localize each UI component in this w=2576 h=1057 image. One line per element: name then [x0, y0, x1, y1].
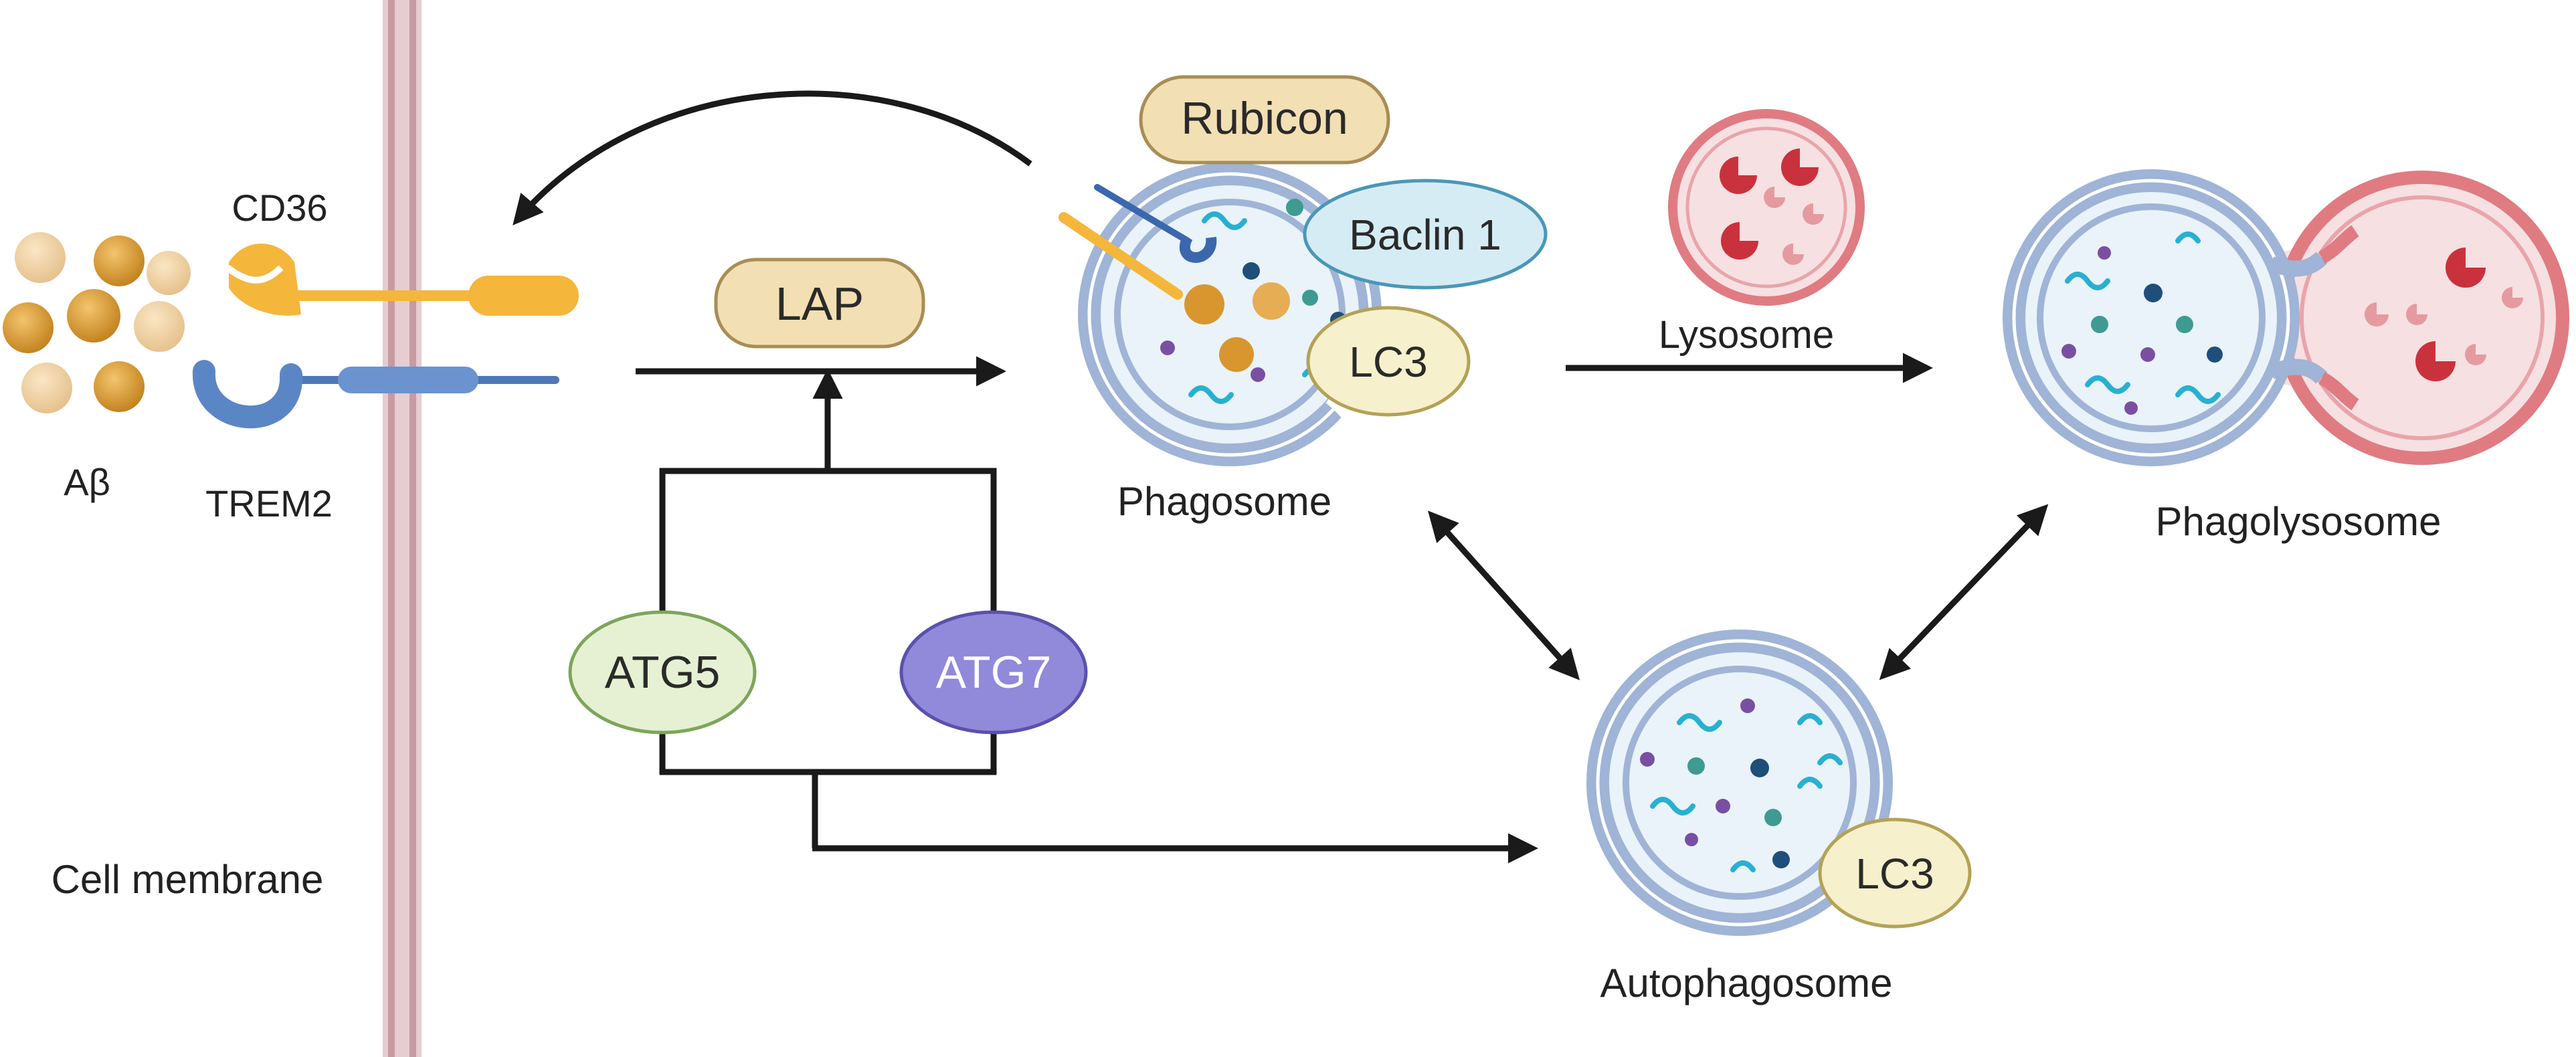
- lc3-autophagosome-node: LC3: [1818, 818, 1972, 929]
- lysosome-label: Lysosome: [1659, 313, 1834, 357]
- cell-membrane-label: Cell membrane: [52, 857, 324, 902]
- phagosome-cargo: [1160, 199, 1346, 404]
- phagolysosome-vesicle: [2003, 169, 2569, 466]
- phagolysosome-cargo: [2061, 231, 2223, 415]
- phagolysosome-label: Phagolysosome: [2156, 499, 2442, 544]
- phagosome-vesicle: [1059, 163, 1382, 466]
- lap-node: LAP: [714, 258, 925, 349]
- lysosome-vesicle: [1668, 109, 1865, 306]
- connector-lines: [513, 90, 2049, 864]
- svg-text:Rubicon: Rubicon: [1181, 93, 1348, 144]
- abeta-label: Aβ: [64, 461, 110, 503]
- cd36-receptor: [225, 244, 579, 316]
- phagosome-label: Phagosome: [1117, 479, 1331, 524]
- svg-text:ATG7: ATG7: [936, 647, 1052, 698]
- svg-text:LAP: LAP: [775, 278, 864, 330]
- svg-text:LC3: LC3: [1349, 338, 1427, 386]
- autophagosome-label: Autophagosome: [1600, 961, 1893, 1005]
- cell-membrane: [383, 0, 422, 1057]
- autophagosome-vesicle: [1586, 630, 1893, 936]
- autophagosome-cargo: [1640, 698, 1843, 872]
- atg5-node: ATG5: [568, 610, 757, 735]
- baclin1-node: Baclin 1: [1303, 179, 1548, 290]
- phagosome-receptors: [1059, 184, 1217, 300]
- trem2-label: TREM2: [205, 482, 333, 524]
- trem2-receptor: [192, 360, 559, 429]
- svg-text:ATG5: ATG5: [605, 647, 721, 698]
- lc3-phagosome-node: LC3: [1306, 306, 1471, 417]
- rubicon-node: Rubicon: [1139, 75, 1390, 165]
- atg7-node: ATG7: [899, 610, 1088, 735]
- cd36-label: CD36: [232, 187, 327, 229]
- svg-text:LC3: LC3: [1855, 850, 1934, 898]
- svg-text:Baclin 1: Baclin 1: [1349, 211, 1501, 259]
- abeta-cluster: [3, 232, 191, 413]
